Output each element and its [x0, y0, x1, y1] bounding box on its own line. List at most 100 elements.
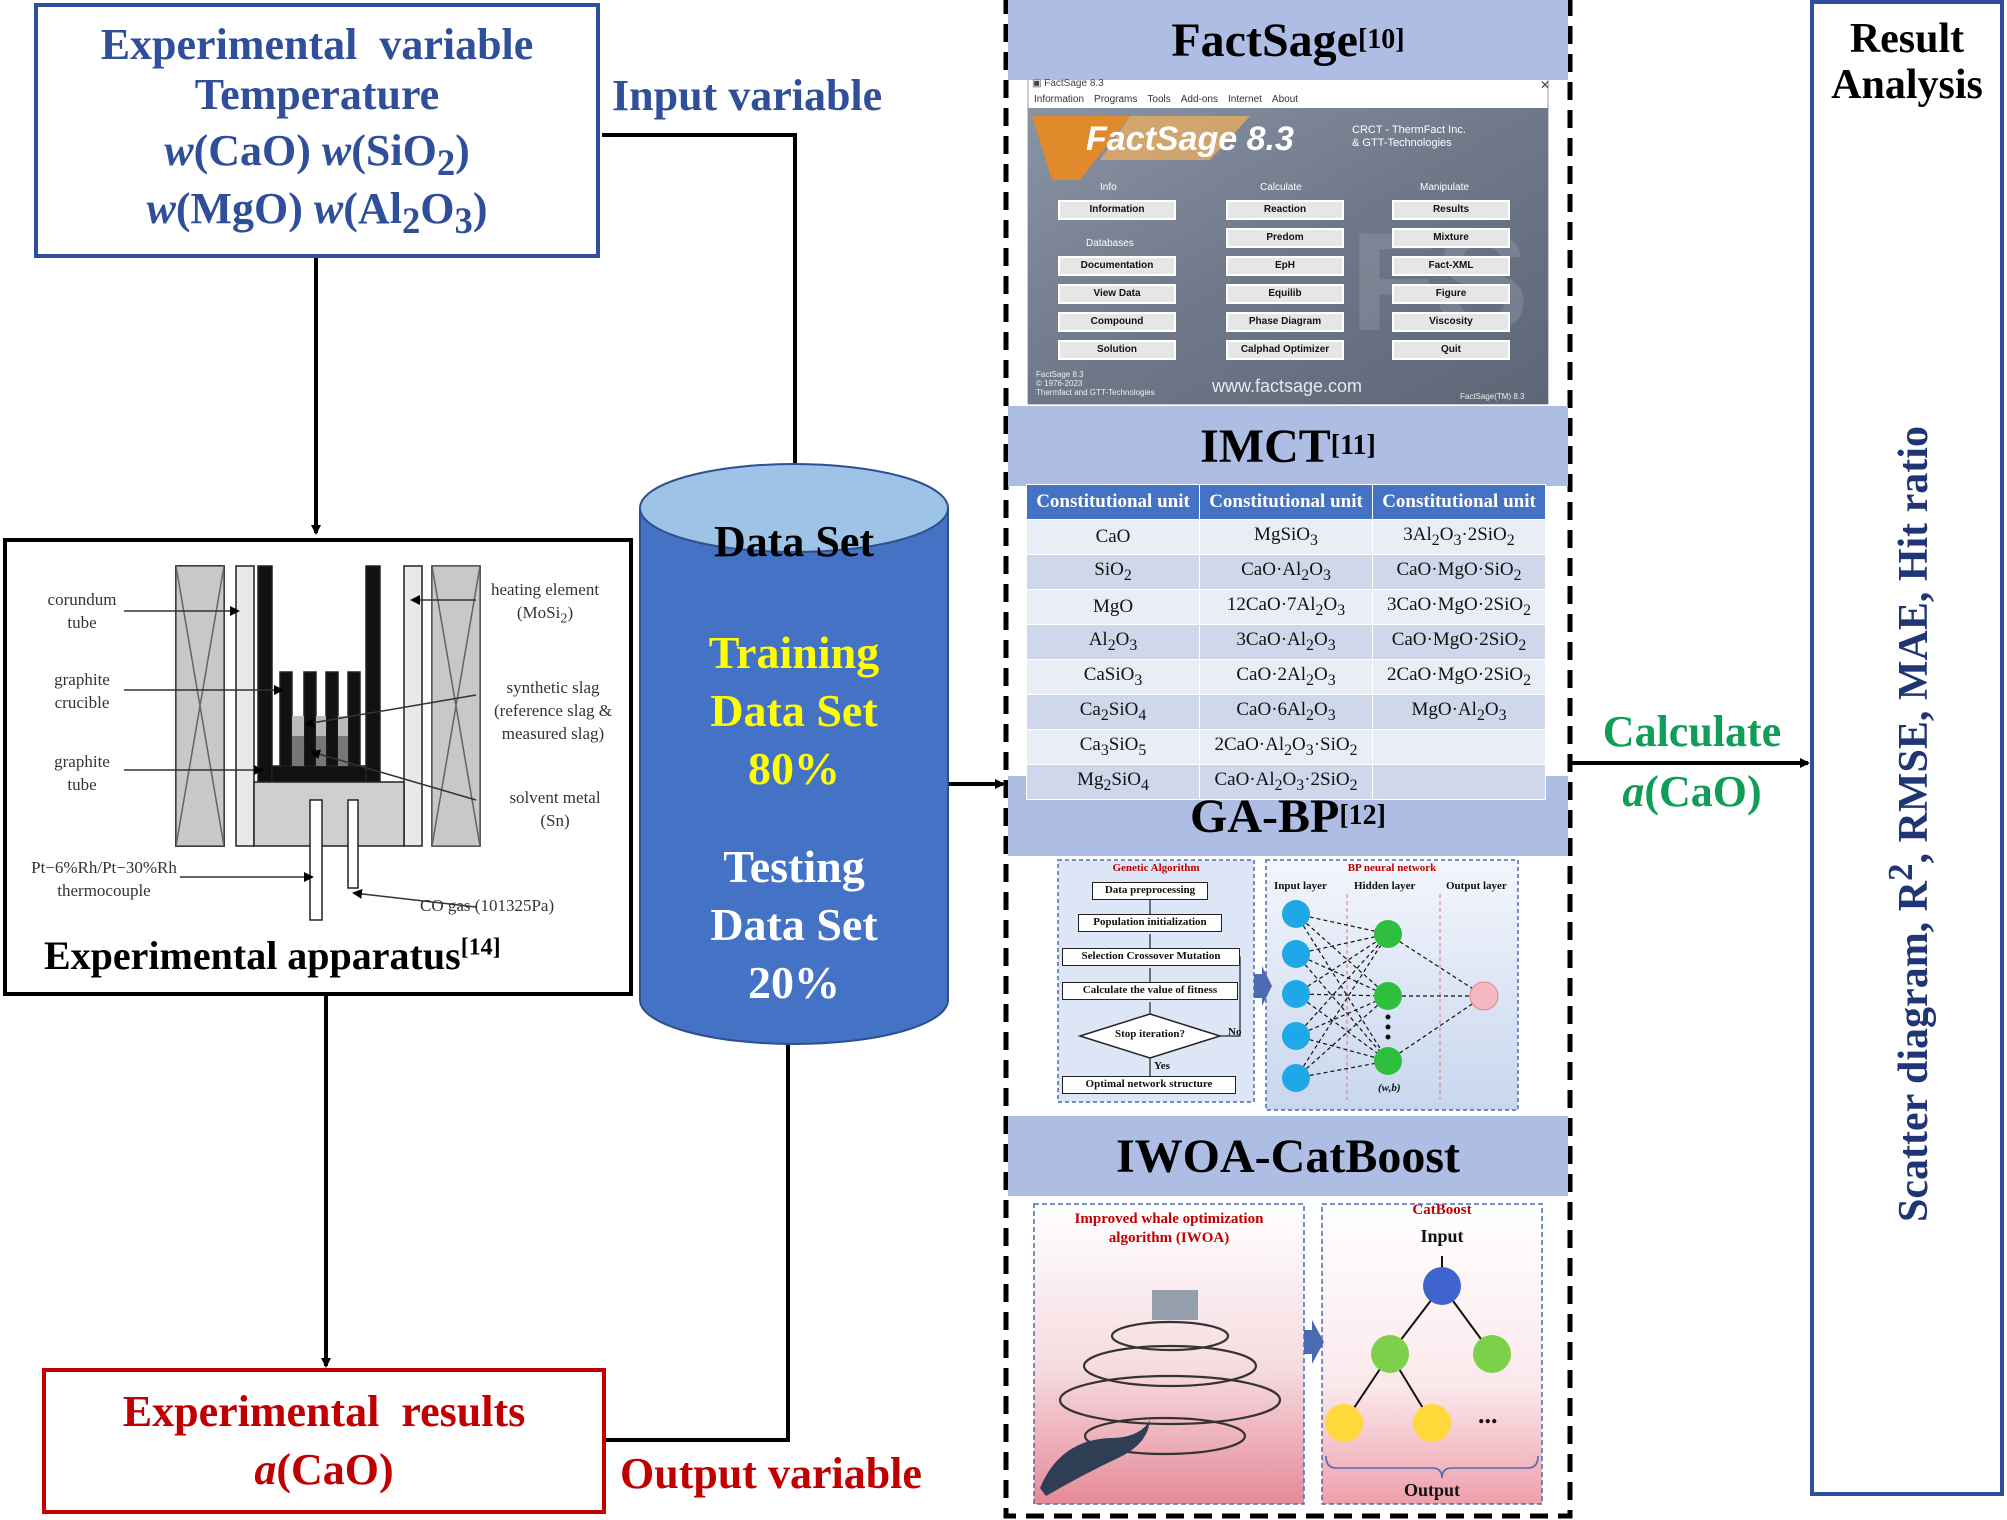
footer-left-line3: Thermfact and GTT-Technologies — [1036, 388, 1155, 397]
imct-cell: MgO·Al2O3 — [1372, 694, 1546, 730]
band-factsage: FactSage[10] — [1008, 0, 1568, 80]
bp-hidden-layer: Hidden layer — [1354, 880, 1416, 892]
nn-edges — [1295, 913, 1485, 1079]
factsage-manip-button[interactable]: Results — [1392, 200, 1510, 220]
catboost-leaf-node — [1413, 1404, 1451, 1442]
apparatus-caption-text: Experimental apparatus — [44, 933, 461, 978]
input-variable-box: Experimental variable Temperature w(CaO)… — [34, 3, 600, 258]
factsage-calc-button[interactable]: Predom — [1226, 228, 1344, 248]
imct-cell: CaO·6Al2O3 — [1199, 694, 1373, 730]
band-iwoa-name: IWOA-CatBoost — [1116, 1129, 1460, 1183]
company-line2: & GTT-Technologies — [1352, 137, 1452, 149]
close-icon[interactable]: ✕ — [1540, 78, 1551, 92]
factsage-info-button[interactable]: Solution — [1058, 340, 1176, 360]
input-box-line1: Experimental variable — [100, 20, 534, 69]
input-box-line3: w(CaO) w(SiO2) — [164, 126, 470, 183]
factsage-calc-button[interactable]: Calphad Optimizer — [1226, 340, 1344, 360]
testing-line2: Data Set — [710, 899, 878, 950]
factsage-menu-item[interactable]: Tools — [1147, 94, 1171, 105]
factsage-info-button[interactable]: Documentation — [1058, 256, 1176, 276]
training-line3: 80% — [748, 743, 840, 794]
label-graphite-tube: graphite tube — [54, 752, 110, 794]
imct-cell: SiO2 — [1026, 554, 1200, 590]
training-set-text: Training Data Set 80% — [640, 624, 948, 798]
factsage-calc-button[interactable]: Equilib — [1226, 284, 1344, 304]
group-databases: Databases — [1086, 238, 1134, 249]
factsage-title: FactSage 8.3 — [1044, 78, 1104, 89]
input-box-line4: w(MgO) w(Al2O3) — [146, 184, 488, 241]
band-factsage-name: FactSage — [1171, 13, 1358, 67]
results-line1: Experimental results — [122, 1387, 526, 1436]
imct-cell: CaO·2Al2O3 — [1199, 659, 1373, 695]
calculate-acao: a(CaO) — [1622, 767, 1762, 816]
imct-cell — [1372, 729, 1546, 765]
imct-cell: CaO·Al2O3 — [1199, 554, 1373, 590]
factsage-info-button[interactable]: Information — [1058, 200, 1176, 220]
imct-cell: Ca3SiO5 — [1026, 729, 1200, 765]
factsage-calc-button[interactable]: Reaction — [1226, 200, 1344, 220]
imct-header-cell: Constitutional unit — [1199, 484, 1373, 520]
factsage-info-button[interactable]: View Data — [1058, 284, 1176, 304]
factsage-manip-button[interactable]: Figure — [1392, 284, 1510, 304]
label-thermocouple: Pt−6%Rh/Pt−30%Rh thermocouple — [31, 858, 177, 900]
imct-cell: 3Al2O3·2SiO2 — [1372, 519, 1546, 555]
whale-shape — [1040, 1420, 1150, 1496]
imct-cell: MgSiO3 — [1199, 519, 1373, 555]
factsage-calc-button[interactable]: Phase Diagram — [1226, 312, 1344, 332]
apparatus-box — [3, 538, 633, 996]
imct-cell: MgO — [1026, 589, 1200, 625]
factsage-menu-item[interactable]: Programs — [1094, 94, 1138, 105]
factsage-manip-button[interactable]: Viscosity — [1392, 312, 1510, 332]
factsage-manip-button[interactable]: Mixture — [1392, 228, 1510, 248]
bp-input-layer: Input layer — [1274, 880, 1327, 892]
factsage-info-button[interactable]: Compound — [1058, 312, 1176, 332]
ga-step-initialization: Population initialization — [1078, 914, 1222, 932]
factsage-menu-item[interactable]: About — [1271, 94, 1299, 105]
factsage-menubar: Information Programs Tools Add-ons Internet A… — [1034, 94, 1298, 105]
ga-step-selection: Selection Crossover Mutation — [1062, 948, 1240, 966]
factsage-footer-right: FactSage(TM) 8.3 — [1460, 392, 1525, 401]
ga-step-fitness: Calculate the value of fitness — [1062, 982, 1238, 1000]
band-imct-ref: [11] — [1330, 430, 1376, 461]
calculate-label: Calculate — [1602, 707, 1782, 756]
apparatus-leaders — [124, 595, 477, 908]
whale-spiral — [1058, 1320, 1282, 1456]
factsage-manip-button[interactable]: Quit — [1392, 340, 1510, 360]
iwoa-title-line2: algorithm (IWOA) — [1108, 1230, 1230, 1246]
dataset-title: Data Set — [713, 517, 875, 566]
group-calculate: Calculate — [1260, 182, 1302, 193]
results-line2: a(CaO) — [254, 1445, 394, 1494]
factsage-menu-item[interactable]: Internet — [1228, 94, 1262, 105]
factsage-manip-button[interactable]: Fact-XML — [1392, 256, 1510, 276]
factsage-menu-item[interactable]: Add-ons — [1180, 94, 1218, 105]
band-gabp-ref: [12] — [1339, 800, 1386, 831]
factsage-footer-left: FactSage 8.3 © 1976-2023 Thermfact and G… — [1036, 370, 1155, 397]
bp-output-layer: Output layer — [1446, 880, 1507, 892]
label-co-gas: CO gas (101325Pa) — [420, 896, 555, 915]
band-imct-name: IMCT — [1200, 419, 1331, 473]
factsage-app-icon: ▣ — [1032, 78, 1045, 89]
catboost-leaf-node — [1325, 1404, 1363, 1442]
result-analysis-title: Result Analysis — [1814, 16, 2000, 108]
bp-title: BP neural network — [1347, 862, 1437, 874]
output-brace — [1325, 1455, 1539, 1479]
factsage-logo: FactSage 8.3 — [1086, 120, 1294, 158]
svg-text:FS: FS — [1350, 203, 1529, 360]
ga-title: Genetic Algorithm — [1112, 862, 1200, 874]
factsage-menu-item[interactable]: Information — [1034, 94, 1085, 105]
factsage-calc-button[interactable]: EpH — [1226, 256, 1344, 276]
iwoa-title: Improved whale optimization algorithm (I… — [1034, 1210, 1304, 1248]
imct-cell: 2CaO·MgO·2SiO2 — [1372, 659, 1546, 695]
imct-table: Constitutional unit Constitutional unit … — [1026, 484, 1546, 800]
testing-line1: Testing — [723, 841, 865, 892]
band-factsage-ref: [10] — [1357, 24, 1405, 55]
dataset-cylinder — [639, 463, 949, 1045]
input-variable-label: Input variable — [612, 71, 883, 120]
